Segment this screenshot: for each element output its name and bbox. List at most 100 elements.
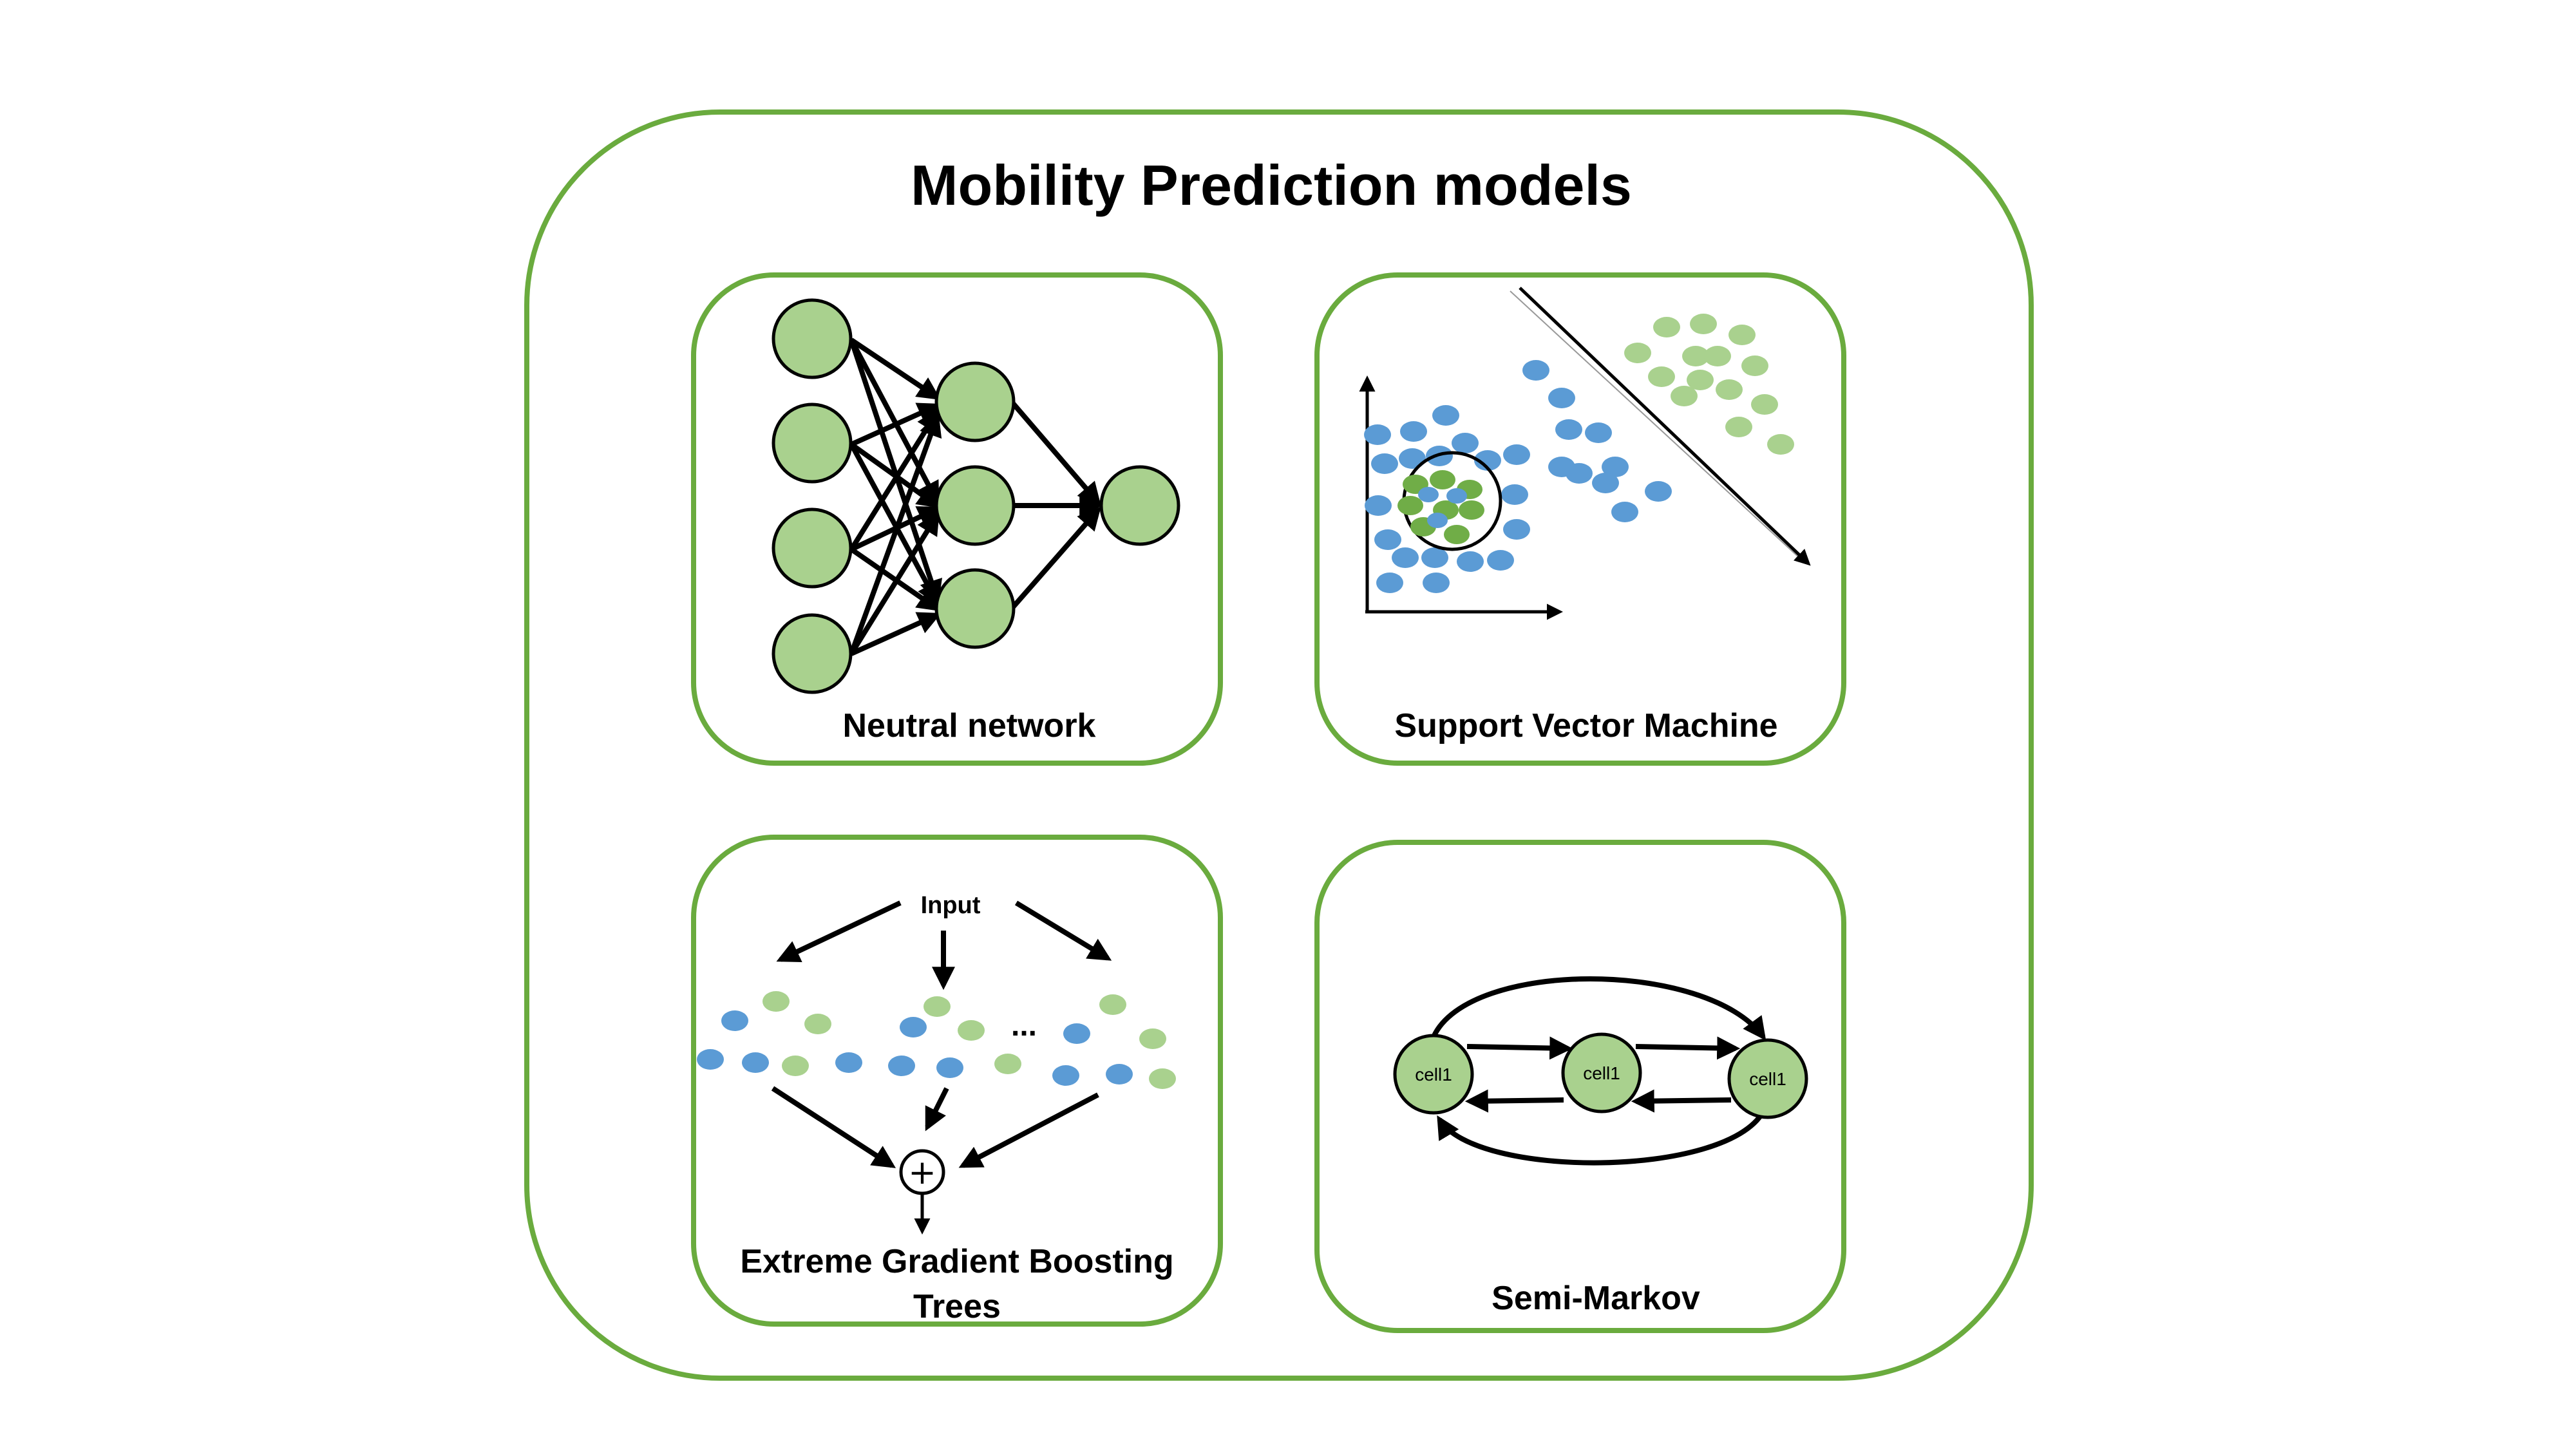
xgb-data-point [888,1056,915,1076]
xgb-data-point [1106,1064,1133,1084]
xgb-input-arrow [776,900,902,962]
svm-data-point [1555,419,1582,440]
svm-data-point [1725,417,1752,437]
svm-data-point [1741,355,1768,376]
xgb-data-point [721,1010,748,1031]
svm-data-point [1427,513,1448,528]
xgb-data-point [958,1020,985,1041]
nn-edge [849,442,941,509]
xgb-sum-arrow [958,1092,1099,1168]
markov-state-label: cell1 [1583,1063,1620,1083]
svm-data-point [1452,433,1479,453]
markov-outer-arrow-top [1431,976,1766,1041]
nn-input-node [772,402,853,484]
panel-xgboost: Input ... [691,835,1223,1327]
nn-hidden-node [934,465,1016,546]
nn-edge [1009,506,1101,611]
xgb-data-point [742,1052,769,1073]
svm-data-point [1457,551,1484,572]
markov-transition-arrow [1631,1089,1732,1113]
svm-data-point [1682,346,1709,366]
svm-data-point [1371,453,1398,474]
svm-blue-dots [1364,360,1672,593]
svm-data-point [1423,573,1450,593]
svm-data-point [1432,405,1459,426]
markov-state-label: cell1 [1749,1069,1786,1089]
svm-data-point [1548,388,1575,408]
nn-nodes [772,298,1180,694]
xgb-data-point [762,991,790,1012]
panel-frame [1314,272,1846,766]
svm-data-point [1566,463,1593,484]
markov-outer-arrow-bottom [1437,1110,1766,1166]
svm-data-point [1645,481,1672,502]
nn-edge [849,511,940,656]
svm-green-dots [1624,314,1794,455]
markov-transition-arrow [1466,1036,1573,1060]
nn-edge [850,612,942,656]
panel-svm: Support Vector Machine [1314,272,1846,766]
svm-data-point [1690,314,1717,334]
xgb-data-point [782,1056,809,1076]
svm-data-point [1365,495,1392,516]
xgb-data-point [1052,1065,1079,1086]
xgb-data-point [923,996,951,1017]
markov-states: cell1 cell1 cell1 [1393,1032,1808,1119]
xgb-input-arrow [1014,900,1112,961]
xgb-data-point [1149,1068,1176,1089]
svm-margin-line [1510,290,1801,559]
page-title: Mobility Prediction models [911,153,1632,217]
panel-label-neural-network: Neutral network [843,707,1096,744]
markov-state-node [1727,1038,1808,1119]
svm-data-point [1421,547,1448,568]
xgb-data-point [936,1057,963,1078]
svm-data-point [1687,370,1714,390]
nn-edge [849,339,943,603]
panel-neural-network: Neutral network [691,272,1223,766]
panel-label-svm: Support Vector Machine [1394,707,1777,744]
xgb-input-label: Input [921,892,981,919]
svm-data-point [1611,502,1638,522]
xgb-data-point [697,1049,724,1070]
svm-data-point [1585,422,1612,443]
svm-data-point [1364,424,1391,445]
xgb-green-dots [762,991,1176,1089]
nn-edge [849,413,942,655]
svm-data-point [1704,346,1731,366]
xgb-data-point [1099,994,1126,1015]
svm-data-point [1501,484,1528,505]
nn-edge [849,443,940,607]
nn-output-node [1099,465,1180,546]
panel-label-xgboost-line2: Trees [913,1288,1001,1325]
markov-transition-arrow [1635,1036,1741,1060]
svm-data-point [1716,379,1743,400]
svm-data-point [1728,325,1756,345]
svm-data-point [1444,525,1470,544]
xgb-data-point [835,1052,862,1073]
nn-edge [849,339,940,506]
nn-input-node [772,298,853,379]
svm-data-point [1648,366,1675,387]
xgb-data-point [804,1014,831,1034]
markov-state-node [1561,1032,1642,1113]
xgb-sum-node [899,1149,945,1195]
svm-data-point [1374,529,1401,550]
xgb-sum-arrow [771,1086,896,1168]
svm-data-point [1446,488,1467,504]
xgb-data-point [1139,1028,1166,1049]
svm-data-point [1671,386,1698,406]
xgb-ellipsis: ... [1011,1009,1037,1043]
svm-data-point [1474,450,1501,471]
nn-hidden-node [934,568,1016,649]
svm-data-point [1400,421,1427,442]
svm-data-point [1602,457,1629,477]
svm-data-point [1399,448,1426,469]
svm-data-point [1397,496,1423,515]
xgb-data-point [1063,1023,1090,1044]
svm-data-point [1376,573,1403,593]
panel-label-xgboost-line1: Extreme Gradient Boosting [740,1243,1173,1280]
panel-label-semi-markov: Semi-Markov [1492,1280,1700,1317]
svm-data-point [1653,317,1680,337]
nn-connections [849,337,1103,656]
